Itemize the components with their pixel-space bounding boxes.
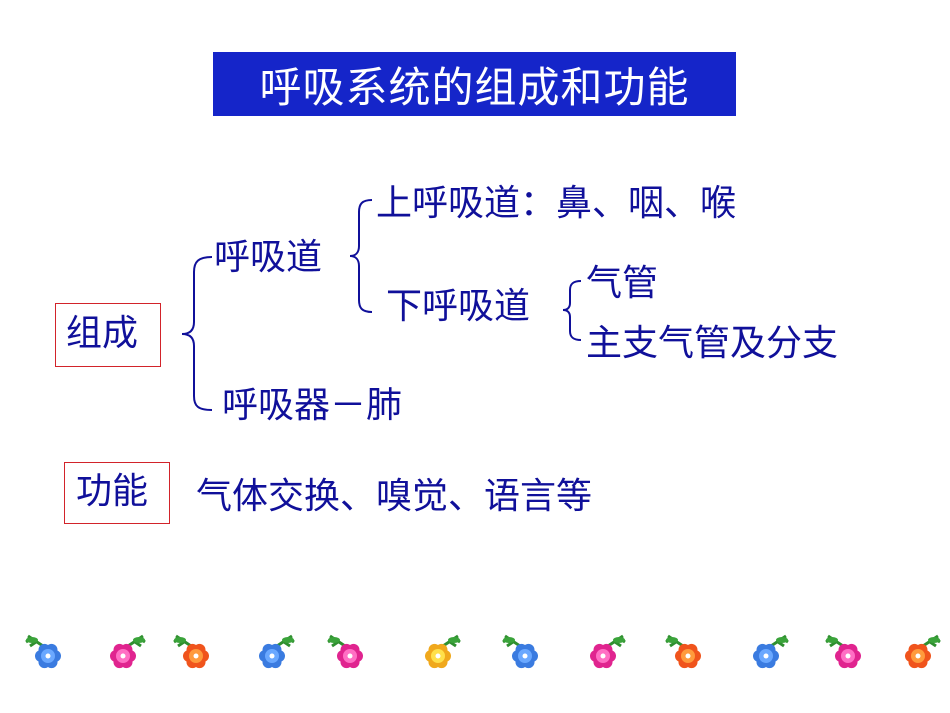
flower-icon [168,628,224,674]
flower-icon [20,628,76,674]
flower-icon [244,628,300,674]
flower-icon [890,628,946,674]
flower-icon [738,628,794,674]
flower-icon [410,628,466,674]
flower-icon [95,628,151,674]
flower-icon [322,628,378,674]
flower-icon [497,628,553,674]
flower-icon [820,628,876,674]
flower-icon [660,628,716,674]
airway-brace [350,200,372,312]
lower-airway-brace [563,281,581,340]
flower-icon [575,628,631,674]
composition-brace [182,257,212,410]
